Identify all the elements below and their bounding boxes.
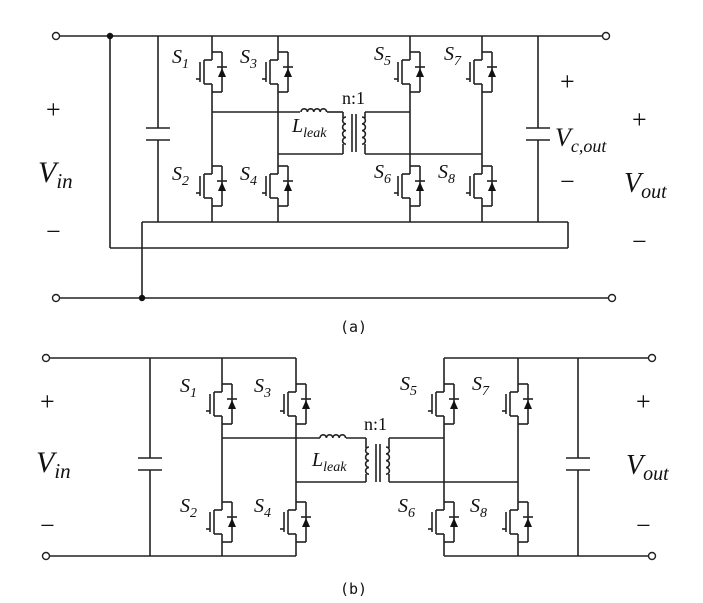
vout-plus-b: + (636, 387, 651, 416)
vin-minus-b: − (40, 511, 55, 540)
switch-s7-b (501, 373, 534, 435)
switch-s7-a (465, 41, 498, 103)
vin-pos-terminal-a (51, 31, 61, 41)
turns-ratio-a: n:1 (342, 88, 365, 108)
vin-neg-terminal-b (41, 551, 51, 561)
vin-plus-b: + (40, 387, 55, 416)
label-s8-b: S8 (470, 495, 487, 521)
vout-label-a: Vout (624, 168, 667, 203)
vcout-plus-a: + (560, 67, 575, 96)
switch-s1-b (205, 373, 238, 435)
inductor-a (300, 108, 328, 113)
vin-label-b: Vin (36, 446, 71, 483)
transformer-primary-b (364, 446, 370, 476)
circuit-b: + − Vin S1 S2 S3 S4 S5 S6 S7 S8 Lleak n:… (36, 353, 669, 598)
label-s3-b: S3 (254, 375, 271, 401)
label-s4-a: S4 (240, 163, 257, 189)
switch-s4-a (261, 155, 294, 217)
label-s5-b: S5 (400, 373, 417, 399)
transformer-secondary-b (385, 446, 391, 476)
vout-minus-a: − (632, 227, 647, 256)
vcout-minus-a: − (560, 167, 575, 196)
switch-s2-b (205, 491, 238, 553)
label-s2-b: S2 (180, 495, 197, 521)
switch-s4-b (279, 491, 312, 553)
switch-s8-a (465, 155, 498, 217)
inductor-label-b: Lleak (311, 449, 347, 475)
turns-ratio-b: n:1 (364, 414, 387, 434)
label-s3-a: S3 (240, 46, 257, 72)
vout-pos-terminal-b (647, 353, 657, 363)
switch-s6-a (393, 155, 426, 217)
vout-label-b: Vout (626, 450, 669, 485)
inductor-b (319, 433, 347, 439)
transformer-primary-a (341, 116, 347, 145)
vout-plus-a: + (632, 105, 647, 134)
vin-label-a: Vin (38, 156, 73, 193)
vin-pos-terminal-b (41, 353, 51, 363)
switch-s2-a (195, 155, 228, 217)
vout-neg-terminal-a (607, 293, 617, 303)
caption-a: (a) (340, 318, 367, 336)
label-s7-a: S7 (444, 43, 462, 69)
label-s6-b: S6 (398, 495, 415, 521)
label-s2-a: S2 (172, 163, 189, 189)
vout-pos-terminal-a (601, 31, 611, 41)
label-s4-b: S4 (254, 495, 271, 521)
inductor-label-a: Lleak (291, 115, 327, 141)
vcout-label-a: Vc,out (555, 123, 607, 156)
transformer-secondary-a (361, 116, 367, 145)
label-s5-a: S5 (374, 43, 391, 69)
switch-s8-b (501, 491, 534, 553)
label-s7-b: S7 (472, 373, 490, 399)
caption-b: (b) (340, 580, 367, 598)
label-s6-a: S6 (374, 161, 391, 187)
switch-s1-a (195, 41, 228, 103)
label-s1-b: S1 (180, 375, 197, 401)
vin-neg-terminal-a (51, 293, 61, 303)
switch-s3-b (279, 373, 312, 435)
label-s1-a: S1 (172, 46, 189, 72)
vout-neg-terminal-b (647, 551, 657, 561)
circuit-a: + − Vin S1 S2 S3 S4 S5 S6 S7 S8 Lleak n:… (38, 31, 667, 336)
switch-s5-b (427, 373, 460, 435)
label-s8-a: S8 (438, 161, 455, 187)
switch-s5-a (393, 41, 426, 103)
switch-s3-a (261, 41, 294, 103)
vin-minus-a: − (46, 217, 61, 246)
vin-plus-a: + (46, 95, 61, 124)
vout-minus-b: − (636, 511, 651, 540)
switch-s6-b (427, 491, 460, 553)
